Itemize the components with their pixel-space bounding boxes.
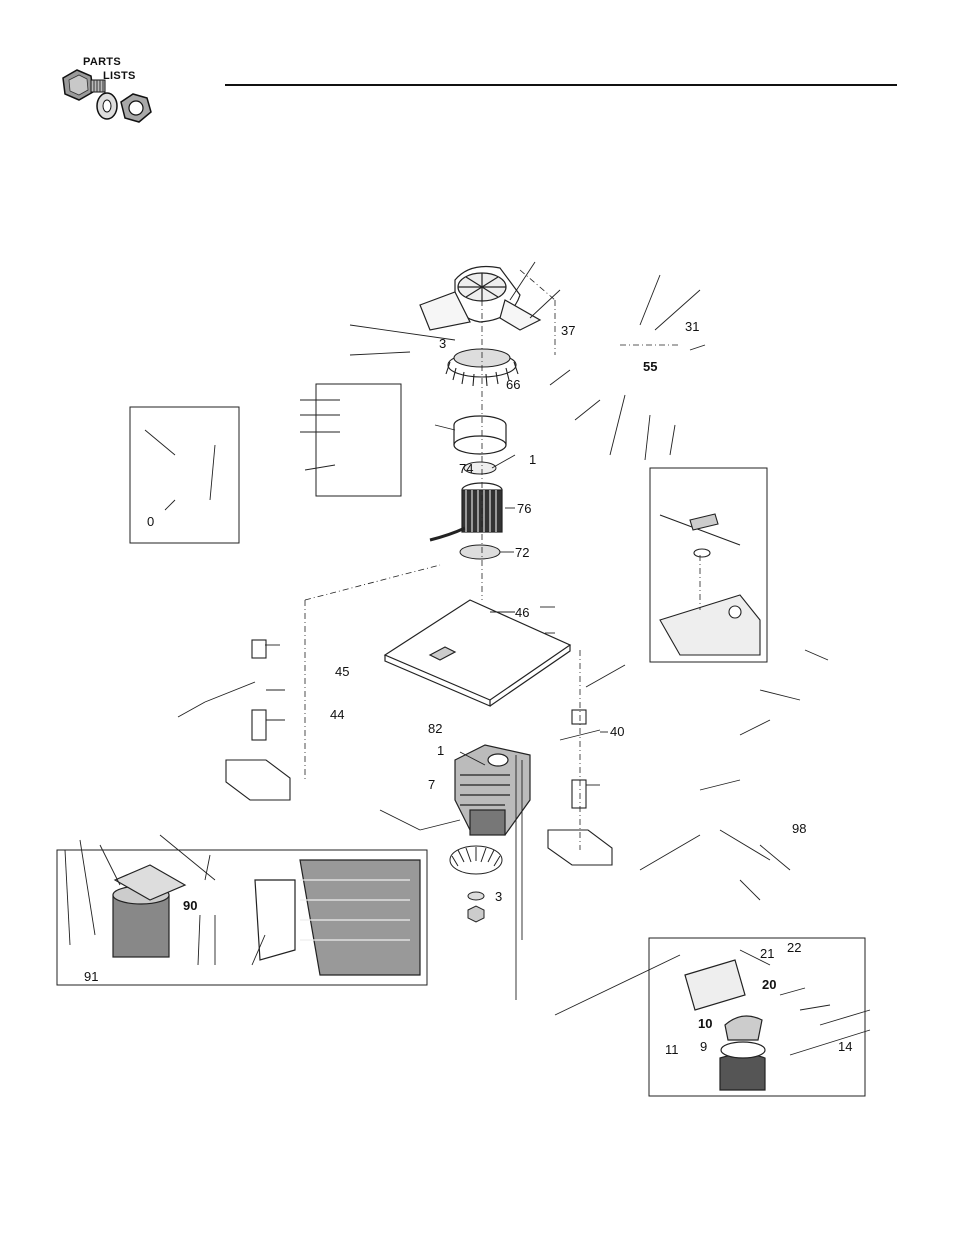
callout-31: 31 — [685, 320, 699, 333]
starter-motor — [113, 860, 420, 975]
callout-76: 76 — [517, 502, 531, 515]
callout-10: 10 — [698, 1017, 712, 1030]
callout-1a: 1 — [529, 453, 536, 466]
lower-fan — [450, 846, 502, 874]
callout-55: 55 — [643, 360, 657, 373]
fuel-filter — [685, 960, 765, 1090]
callout-74: 74 — [459, 462, 473, 475]
washer-3b — [468, 892, 484, 900]
callout-0: 0 — [147, 515, 154, 528]
callout-9: 9 — [700, 1040, 707, 1053]
callout-98: 98 — [792, 822, 806, 835]
callout-72: 72 — [515, 546, 529, 559]
callout-20: 20 — [762, 978, 776, 991]
callout-40: 40 — [610, 725, 624, 738]
fan-housing — [420, 267, 540, 331]
throttle-linkage — [660, 514, 760, 655]
callout-37: 37 — [561, 324, 575, 337]
callout-46: 46 — [515, 606, 529, 619]
mount-legs — [226, 640, 612, 865]
stator-coil — [430, 483, 502, 540]
callout-3a: 3 — [439, 337, 446, 350]
callout-11: 11 — [665, 1043, 679, 1056]
callout-3b: 3 — [495, 890, 502, 903]
base-plate — [385, 600, 570, 706]
callout-66: 66 — [506, 378, 520, 391]
nut-3b — [468, 906, 484, 922]
rotor-drum — [454, 416, 506, 454]
callout-90: 90 — [183, 899, 197, 912]
bearing-72 — [460, 545, 500, 559]
inset-frame-bracket — [316, 384, 401, 496]
callout-45: 45 — [335, 665, 349, 678]
callout-1b: 1 — [437, 744, 444, 757]
callout-21: 21 — [760, 947, 774, 960]
callout-91: 91 — [84, 970, 98, 983]
callout-14: 14 — [838, 1040, 852, 1053]
callout-22: 22 — [787, 941, 801, 954]
engine-block — [455, 745, 530, 835]
callout-44: 44 — [330, 708, 344, 721]
callout-7: 7 — [428, 778, 435, 791]
callout-82: 82 — [428, 722, 442, 735]
